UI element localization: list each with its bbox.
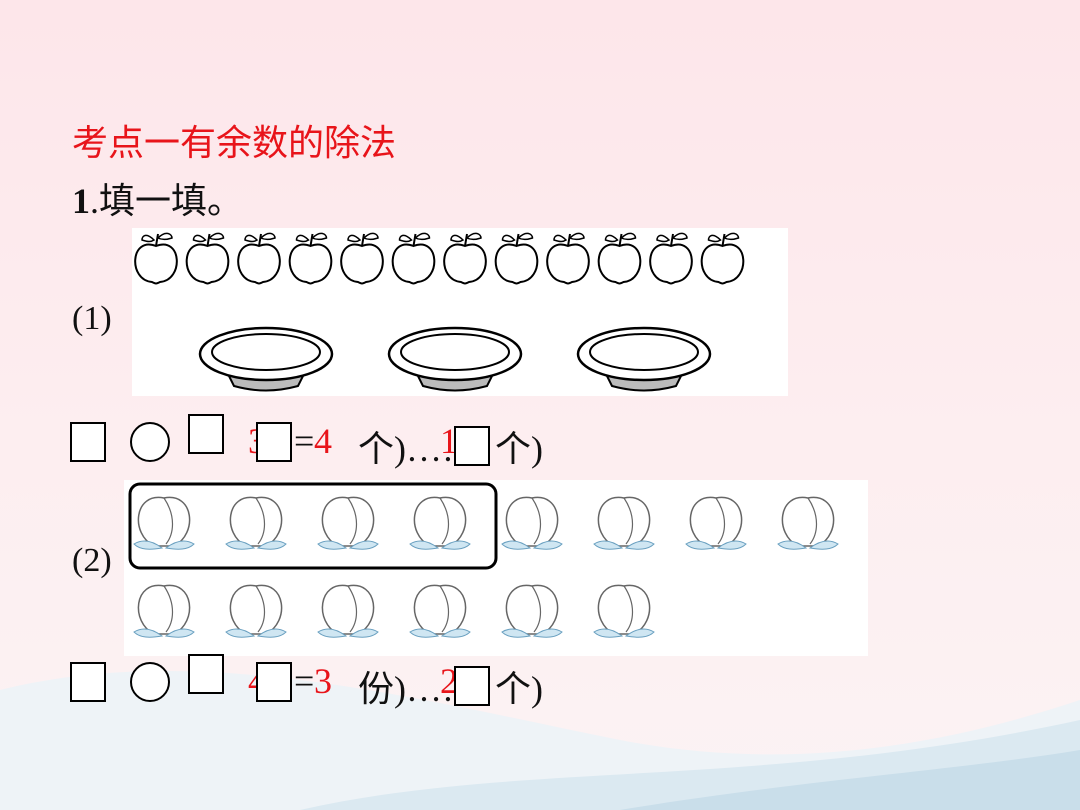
apple-icon <box>494 232 539 285</box>
apple-icon <box>700 232 745 285</box>
peach-icon <box>317 584 379 638</box>
apple-icon <box>134 232 178 285</box>
peach-icon <box>501 584 563 638</box>
eq2-remainder: 2 <box>440 661 458 701</box>
eq2-quotient: 3 <box>314 661 332 701</box>
peach-icon <box>409 584 471 638</box>
plate-icon <box>198 326 334 392</box>
problem-instruction: .填一填。 <box>90 181 244 221</box>
apples-plates-picture <box>132 228 788 396</box>
answer-box-divisor[interactable] <box>188 654 224 694</box>
plates-row <box>198 326 712 392</box>
peach-icon <box>317 496 379 550</box>
eq1-unit-end: 个) <box>495 429 543 469</box>
equation-2: 1 4 = 3 份)…… 2 个) <box>70 654 570 709</box>
apple-icon <box>546 232 590 285</box>
eq1-quotient: 4 <box>314 421 332 461</box>
problem-number: 1 <box>72 181 90 221</box>
equation-1: 1 3 = 4 个)…… 1 个) <box>70 414 570 469</box>
peach-icon <box>593 584 655 638</box>
operator-circle[interactable] <box>130 422 170 462</box>
problem-title: 1.填一填。 <box>72 172 243 224</box>
peach-icon <box>777 496 839 550</box>
answer-box-remainder[interactable] <box>454 426 490 466</box>
peach-icon <box>225 496 287 550</box>
peach-icon <box>409 496 471 550</box>
peach-icon <box>501 496 563 550</box>
group-frame <box>128 482 498 570</box>
eq1-equals: = <box>294 421 315 461</box>
apple-icon <box>185 232 230 285</box>
apples-row <box>134 232 745 285</box>
peach-icon <box>685 496 747 550</box>
answer-box-dividend[interactable] <box>70 422 106 462</box>
answer-box-dividend[interactable] <box>70 662 106 702</box>
eq1-remainder: 1 <box>440 421 458 461</box>
peach-icon <box>133 496 195 550</box>
peach-icon <box>133 584 195 638</box>
answer-box-quotient[interactable] <box>256 422 292 462</box>
plate-icon <box>387 326 523 392</box>
part1-label: (1) <box>72 300 112 337</box>
peach-icon <box>593 496 655 550</box>
apple-icon <box>649 232 693 285</box>
apple-icon <box>340 232 384 285</box>
peaches-grid <box>128 482 839 638</box>
apple-icon <box>443 232 487 285</box>
peach-icon <box>225 584 287 638</box>
apple-icon <box>237 232 281 285</box>
peaches-picture <box>124 480 868 656</box>
apple-icon <box>288 232 333 285</box>
plate-icon <box>576 326 712 392</box>
part2-label: (2) <box>72 542 112 579</box>
eq2-unit-end: 个) <box>495 669 543 709</box>
answer-box-remainder[interactable] <box>454 666 490 706</box>
operator-circle[interactable] <box>130 662 170 702</box>
eq2-equals: = <box>294 661 315 701</box>
section-heading: 考点一有余数的除法 <box>72 123 397 164</box>
answer-box-quotient[interactable] <box>256 662 292 702</box>
apple-icon <box>391 232 436 285</box>
answer-box-divisor[interactable] <box>188 414 224 454</box>
apple-icon <box>597 232 642 285</box>
